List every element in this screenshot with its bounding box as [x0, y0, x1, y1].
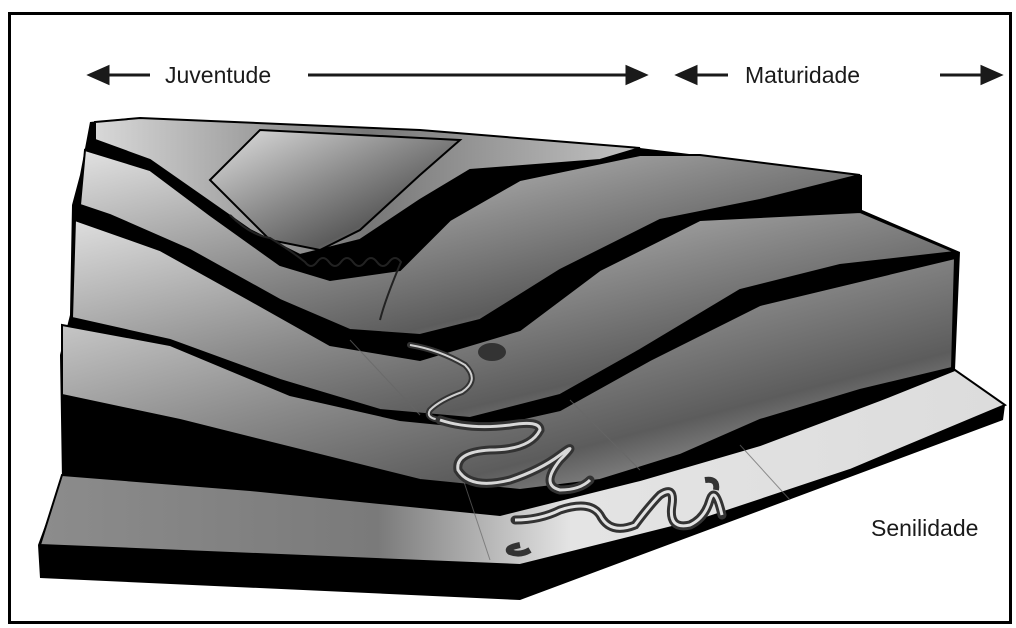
label-maturidade: Maturidade	[745, 64, 860, 87]
oxbow-hill	[478, 343, 506, 361]
label-juventude: Juventude	[165, 64, 271, 87]
label-senilidade: Senilidade	[871, 517, 978, 540]
